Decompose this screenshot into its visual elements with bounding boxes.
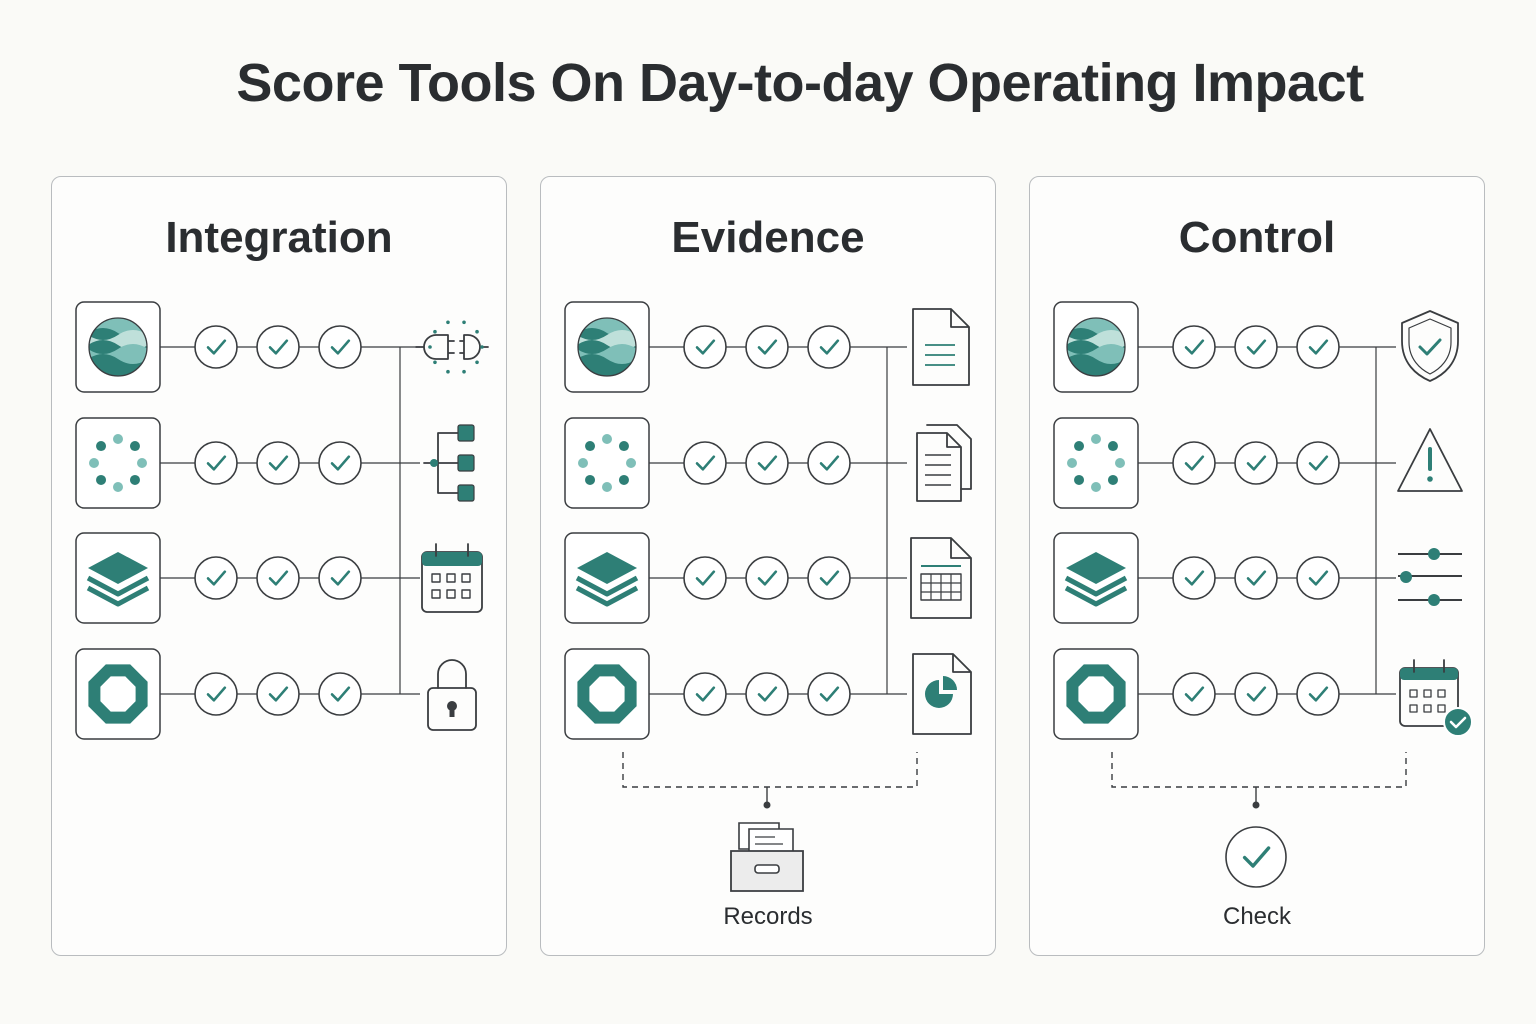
check-circle-icon [807,325,851,369]
octagon-icon [1053,648,1139,740]
calendar-icon [421,543,483,613]
records-label: Records [723,903,813,930]
check-circle-icon [318,672,362,716]
panel-heading: Evidence [671,213,865,262]
panel-diagram [75,301,489,740]
check-circle-icon [194,556,238,600]
check-circle-icon [1296,325,1340,369]
check-circle-icon [1172,672,1216,716]
check-circle-icon [1296,556,1340,600]
dotted-circle-icon [564,417,650,509]
octagon-icon [564,648,650,740]
report-chart-icon [912,653,972,735]
padlock-icon [427,659,477,731]
check-circle-icon [318,441,362,485]
panel-integration: Integration [51,176,507,956]
connector-lines [649,346,907,695]
check-circle-icon [318,325,362,369]
check-circle-icon [745,672,789,716]
check-circle-icon [194,672,238,716]
connector-lines [160,346,420,695]
connector-lines [1138,346,1396,695]
warning-triangle-icon [1397,428,1463,492]
panel-evidence: Evidence Records [540,176,996,956]
dashed-bracket [622,752,918,809]
check-label: Check [1222,903,1292,930]
octagon-icon [75,648,161,740]
check-circle-icon [1234,441,1278,485]
check-circle-icon [318,556,362,600]
check-circle-icon [745,556,789,600]
panel-diagram [1053,301,1473,888]
check-circle-icon [683,325,727,369]
wave-globe-icon [564,301,650,393]
check-circle-icon [194,441,238,485]
stacked-layers-icon [75,532,161,624]
check-circle-icon [1234,672,1278,716]
multiple-documents-icon [916,424,972,502]
check-circle-icon [1234,325,1278,369]
check-circle-icon [807,441,851,485]
page-title: Score Tools On Day-to-day Operating Impa… [236,53,1364,113]
panel-diagram [564,301,972,892]
stacked-layers-icon [564,532,650,624]
dashed-bracket [1111,752,1407,809]
check-circle-icon [1234,556,1278,600]
wave-globe-icon [1053,301,1139,393]
wave-globe-icon [75,301,161,393]
check-circle-icon [1296,672,1340,716]
calendar-check-icon [1399,659,1473,737]
document-icon [912,308,970,386]
check-circle-icon [256,672,300,716]
dotted-circle-icon [1053,417,1139,509]
spreadsheet-icon [910,537,972,619]
hierarchy-tree-icon [423,424,475,502]
plug-connect-icon [415,320,489,374]
check-circle-icon [683,672,727,716]
check-circle-icon [1225,826,1287,888]
check-circle-icon [1172,556,1216,600]
stacked-layers-icon [1053,532,1139,624]
check-circle-icon [807,556,851,600]
check-circle-icon [807,672,851,716]
dotted-circle-icon [75,417,161,509]
shield-check-icon [1401,310,1459,382]
check-circle-icon [683,441,727,485]
check-circle-icon [194,325,238,369]
check-circle-icon [745,441,789,485]
check-circle-icon [256,441,300,485]
panel-heading: Integration [165,213,393,262]
check-circle-icon [745,325,789,369]
check-circle-icon [256,325,300,369]
check-circle-icon [683,556,727,600]
panel-heading: Control [1178,213,1336,262]
check-circle-icon [1172,441,1216,485]
file-box-icon [730,822,804,892]
check-circle-icon [1296,441,1340,485]
panel-control: Control Check [1029,176,1485,956]
sliders-icon [1398,548,1462,606]
check-circle-icon [256,556,300,600]
check-circle-icon [1172,325,1216,369]
